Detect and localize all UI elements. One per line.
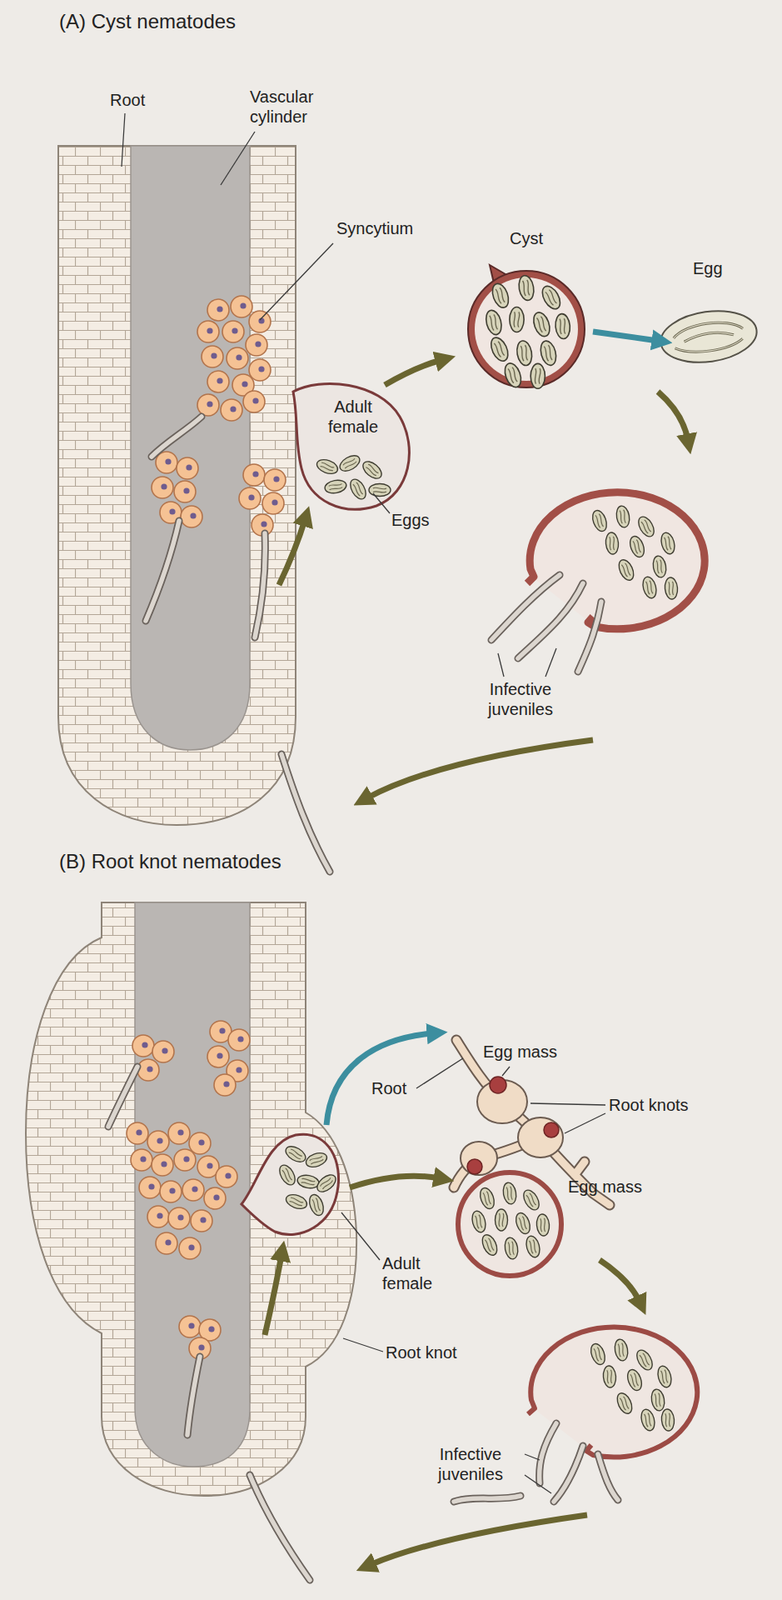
part-label: Adult female [382,1252,446,1293]
part-label: Root [371,1077,407,1098]
nematode-worms [145,416,330,872]
root-gall [25,901,357,1495]
part-label: Root [109,89,145,110]
part-label: Cyst [509,228,543,249]
vascular-cylinder [134,901,250,1466]
cyst [468,264,585,389]
part-label: Adult female [321,396,385,437]
egg-mass [458,1171,562,1276]
root-section [58,145,296,825]
part-label: Infective juveniles [473,678,568,719]
panel-heading: (B) Root knot nematodes [59,849,282,874]
leader-lines [341,1057,606,1493]
cycle-arrows [264,1032,640,1564]
part-label: Root knot [385,1341,458,1362]
root-knot-section [25,901,357,1495]
hatching-cyst [491,489,705,672]
part-label: Eggs [391,509,430,530]
root-cortex [58,145,296,825]
part-label: Infective juveniles [420,1443,521,1484]
single-egg [657,304,760,369]
cycle-arrows [278,331,688,798]
adult-female [241,1133,339,1234]
part-label: Egg mass [483,1041,558,1061]
giant-cells [126,1020,250,1359]
part-label: Egg mass [567,1175,643,1196]
vascular-cylinder [130,145,250,750]
panel-heading: (A) Cyst nematodes [59,9,236,35]
adult-female [293,383,409,509]
part-label: Root knots [608,1094,689,1115]
part-label: Syncytium [336,218,414,239]
leader-lines [121,113,557,677]
syncytium-cells [151,295,286,536]
part-label: Egg [692,258,723,279]
part-label: Vascular cylinder [249,86,334,127]
